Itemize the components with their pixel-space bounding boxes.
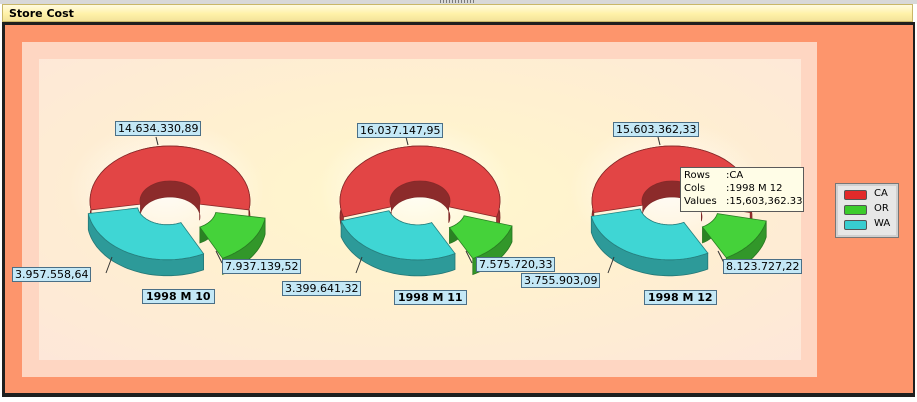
panel-title: Store Cost <box>9 7 74 20</box>
data-label-wa: 7.937.139,52 <box>222 259 302 274</box>
data-label-wa: 7.575.720,33 <box>476 257 556 272</box>
chart-title: 1998 M 12 <box>644 290 717 305</box>
leader-line <box>465 250 473 264</box>
leader-line <box>657 136 661 146</box>
tooltip-value: :CA <box>726 170 744 181</box>
chart-title: 1998 M 11 <box>394 290 467 305</box>
donut-slice-wa[interactable] <box>590 208 709 277</box>
donut-slice-wa[interactable] <box>87 207 205 277</box>
donut-slice-ca[interactable] <box>339 145 501 234</box>
leader-line <box>405 136 409 146</box>
legend-swatch-ca <box>844 190 867 200</box>
tooltip-value: :15,603,362.33 <box>726 196 803 207</box>
data-label-ca: 14.634.330,89 <box>115 121 202 136</box>
leader-line <box>155 136 159 146</box>
donut-slice-wa[interactable] <box>340 210 456 277</box>
data-label-or: 3.957.558,64 <box>12 267 92 282</box>
data-label-or: 3.399.641,32 <box>282 281 362 296</box>
donut-chart-2 <box>318 120 514 277</box>
chart-title: 1998 M 10 <box>142 289 215 304</box>
leader-line <box>105 256 113 274</box>
data-label-ca: 15.603.362,33 <box>613 122 700 137</box>
tooltip-key: Values <box>684 196 717 207</box>
tooltip-key: Cols <box>684 183 706 194</box>
leader-line <box>607 256 615 274</box>
donut-slice-ca[interactable] <box>89 145 251 226</box>
leader-line <box>355 256 363 274</box>
tooltip-key: Rows <box>684 170 711 181</box>
data-label-ca: 16.037.147,95 <box>357 123 444 138</box>
legend-swatch-or <box>844 205 867 215</box>
legend-swatch-wa <box>844 220 867 230</box>
donut-chart-1 <box>68 120 266 277</box>
data-label-or: 3.755.903,09 <box>521 273 601 288</box>
legend-label-wa: WA <box>874 218 891 229</box>
chart-legend: CA OR WA <box>835 183 899 238</box>
resize-grip-icon[interactable] <box>440 0 476 3</box>
tooltip-value: :1998 M 12 <box>726 183 783 194</box>
data-tooltip: Rows :CA Cols :1998 M 12 Values :15,603,… <box>680 167 804 212</box>
legend-label-ca: CA <box>874 188 888 199</box>
legend-label-or: OR <box>874 203 889 214</box>
leader-line <box>215 250 223 264</box>
data-label-wa: 8.123.727,22 <box>723 259 803 274</box>
panel-title-bar: Store Cost <box>2 4 913 22</box>
